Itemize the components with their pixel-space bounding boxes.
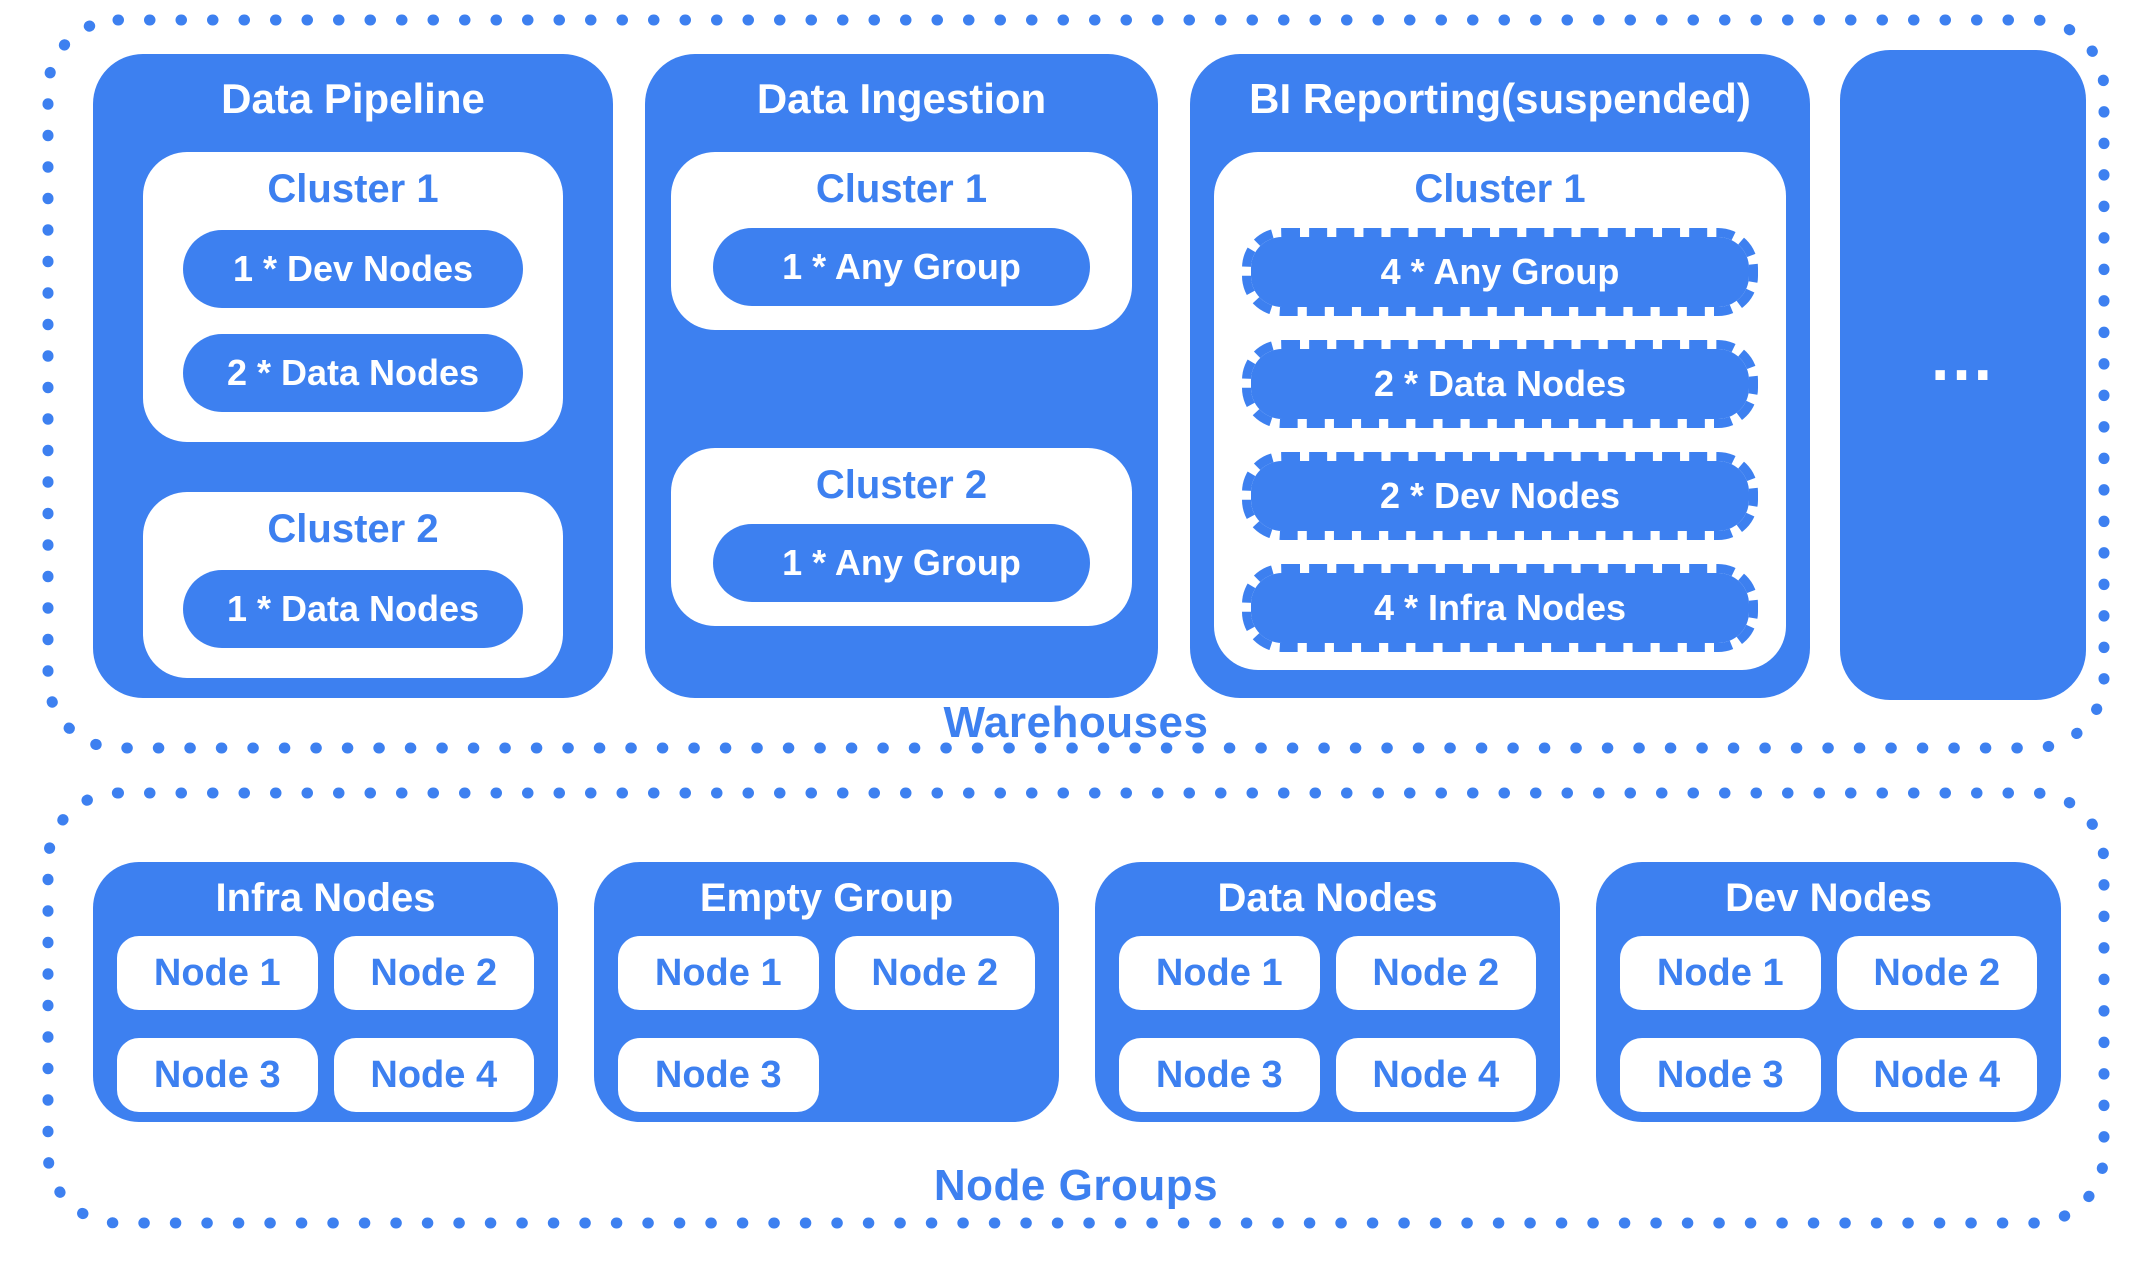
node-pill: Node 4 [333, 1038, 534, 1112]
node-grid: Node 1 Node 2 Node 3 Node 4 [117, 936, 534, 1112]
node-pill: Node 4 [1836, 1038, 2037, 1112]
node-group-infra-nodes: Infra Nodes Node 1 Node 2 Node 3 Node 4 [93, 862, 558, 1122]
cluster-card: Cluster 1 4 * Any Group 2 * Data Nodes 2… [1214, 152, 1786, 671]
node-pill: Node 3 [1620, 1038, 1821, 1112]
cluster-card: Cluster 2 1 * Any Group [671, 448, 1132, 627]
node-pill: Node 1 [117, 936, 318, 1010]
warehouse-data-pipeline: Data Pipeline Cluster 1 1 * Dev Nodes 2 … [93, 54, 613, 698]
node-pill: Node 1 [618, 936, 819, 1010]
warehouses-zone: Data Pipeline Cluster 1 1 * Dev Nodes 2 … [38, 10, 2114, 758]
allocation-pill: 1 * Data Nodes [183, 570, 523, 649]
node-group-title: Empty Group [699, 876, 954, 920]
warehouse-more: ... [1840, 50, 2086, 700]
node-groups-label: Node Groups [933, 1161, 1219, 1210]
ellipsis-label: ... [1930, 319, 1995, 394]
allocation-pill: 1 * Dev Nodes [183, 230, 523, 309]
node-pill: Node 1 [1620, 936, 1821, 1010]
warehouse-title: BI Reporting(suspended) [1249, 75, 1751, 122]
allocation-pill-suspended: 4 * Infra Nodes [1242, 564, 1758, 653]
allocation-pill-suspended: 2 * Data Nodes [1242, 340, 1758, 429]
node-group-title: Infra Nodes [215, 876, 436, 920]
warehouse-data-ingestion: Data Ingestion Cluster 1 1 * Any Group C… [645, 54, 1158, 698]
node-group-dev-nodes: Dev Nodes Node 1 Node 2 Node 3 Node 4 [1596, 862, 2061, 1122]
node-grid: Node 1 Node 2 Node 3 Node 4 [1119, 936, 1536, 1112]
cluster-card: Cluster 1 1 * Dev Nodes 2 * Data Nodes [143, 152, 563, 443]
warehouses-label: Warehouses [943, 698, 1209, 747]
node-groups-zone: Infra Nodes Node 1 Node 2 Node 3 Node 4 … [38, 783, 2114, 1233]
allocation-pill: 2 * Data Nodes [183, 334, 523, 413]
node-pill: Node 3 [117, 1038, 318, 1112]
node-pill: Node 2 [333, 936, 534, 1010]
node-group-empty-group: Empty Group Node 1 Node 2 Node 3 [594, 862, 1059, 1122]
node-pill: Node 3 [618, 1038, 819, 1112]
warehouse-bi-reporting-suspended: BI Reporting(suspended) Cluster 1 4 * An… [1190, 54, 1810, 698]
allocation-pill-suspended: 2 * Dev Nodes [1242, 452, 1758, 541]
cluster-card: Cluster 2 1 * Data Nodes [143, 492, 563, 679]
allocation-pill-suspended: 4 * Any Group [1242, 228, 1758, 317]
node-group-title: Data Nodes [1217, 876, 1438, 920]
node-pill: Node 3 [1119, 1038, 1320, 1112]
cluster-title: Cluster 2 [815, 463, 988, 508]
node-pill: Node 2 [1335, 936, 1536, 1010]
node-pill: Node 1 [1119, 936, 1320, 1010]
node-group-data-nodes: Data Nodes Node 1 Node 2 Node 3 Node 4 [1095, 862, 1560, 1122]
allocation-pill: 1 * Any Group [713, 524, 1090, 603]
node-pill: Node 4 [1335, 1038, 1536, 1112]
node-grid: Node 1 Node 2 Node 3 Node 4 [1620, 936, 2037, 1112]
node-group-title: Dev Nodes [1725, 876, 1932, 920]
cluster-title: Cluster 1 [267, 167, 439, 212]
node-pill: Node 2 [834, 936, 1035, 1010]
warehouse-title: Data Ingestion [756, 75, 1047, 122]
node-pill: Node 2 [1836, 936, 2037, 1010]
cluster-title: Cluster 2 [267, 507, 439, 552]
cluster-title: Cluster 1 [1414, 167, 1586, 212]
allocation-pill: 1 * Any Group [713, 228, 1090, 307]
warehouse-title: Data Pipeline [221, 75, 485, 122]
cluster-card: Cluster 1 1 * Any Group [671, 152, 1132, 331]
node-grid: Node 1 Node 2 Node 3 [618, 936, 1035, 1112]
cluster-title: Cluster 1 [815, 167, 988, 212]
